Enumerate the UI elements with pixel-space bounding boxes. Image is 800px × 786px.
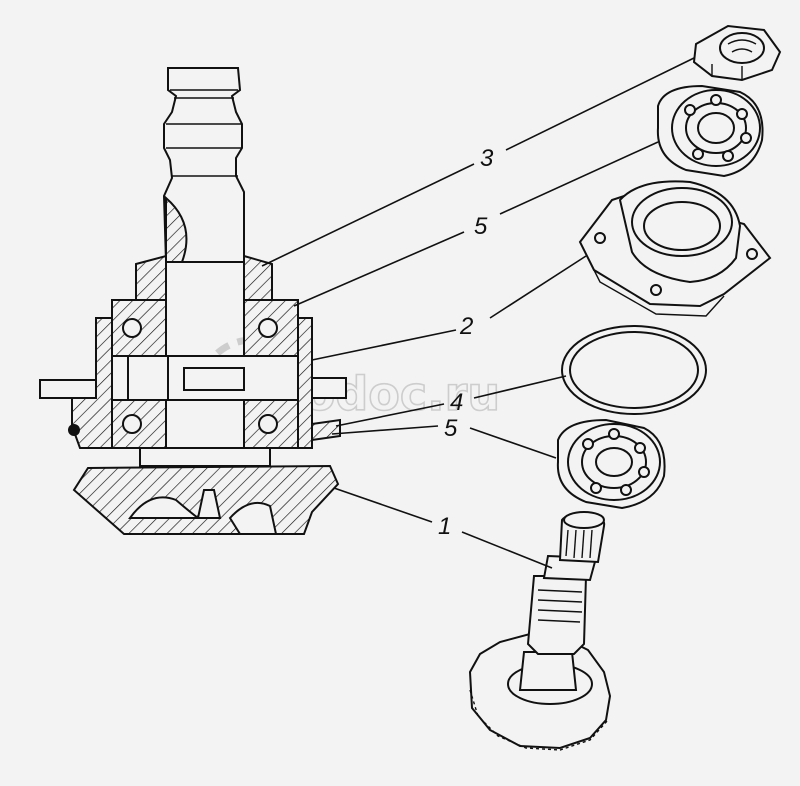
upper-shaft xyxy=(162,67,245,263)
upper-bearing-section xyxy=(111,299,299,357)
nut-part-3 xyxy=(692,24,782,82)
leader-5-lower xyxy=(331,425,439,435)
leader-lines xyxy=(261,57,695,569)
flange-cover-part-2 xyxy=(578,180,772,317)
callout-5-upper: 5 xyxy=(474,213,488,240)
lower-bearing-section xyxy=(111,399,341,467)
leader-1 xyxy=(333,487,433,523)
housing-assembly xyxy=(39,67,347,535)
leader-3 xyxy=(261,163,475,267)
leader-4 xyxy=(335,403,445,427)
housing-body xyxy=(39,317,347,449)
callout-4: 4 xyxy=(450,389,463,416)
top-nut-section xyxy=(135,254,167,301)
callout-labels: 3 5 2 4 5 1 xyxy=(438,145,494,540)
callout-2: 2 xyxy=(459,313,473,340)
callout-3: 3 xyxy=(480,145,494,172)
callout-1: 1 xyxy=(438,513,451,540)
bottom-gear-section xyxy=(72,464,340,535)
leader-2 xyxy=(311,329,457,361)
leader-5-upper xyxy=(293,231,465,307)
shaft-gear-part-1 xyxy=(468,511,612,751)
bearing-part-5-upper xyxy=(656,84,764,178)
o-ring-part-4 xyxy=(561,325,707,415)
callout-5-lower: 5 xyxy=(444,415,458,442)
bearing-part-5-lower xyxy=(556,418,666,510)
